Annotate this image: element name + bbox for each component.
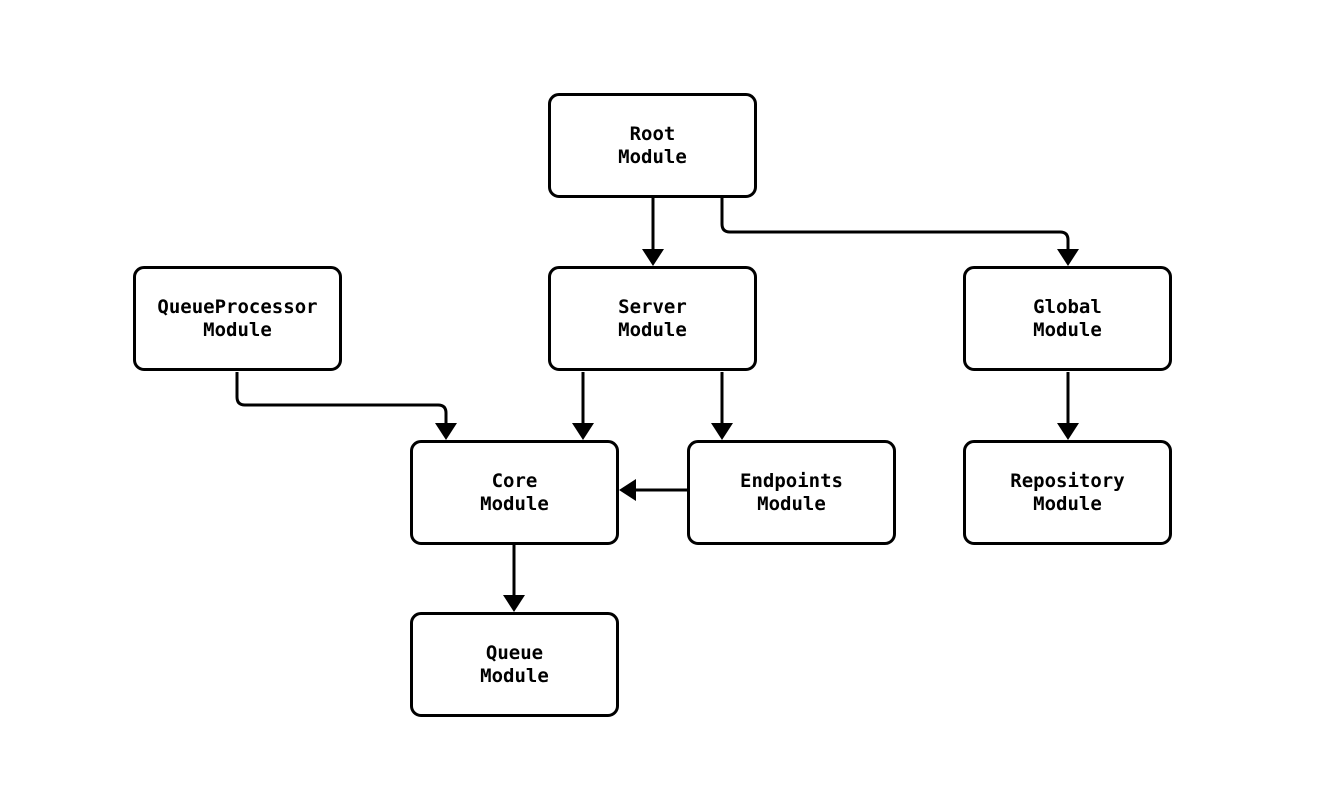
edge-root-to-server: [642, 198, 664, 266]
node-root-module-label: Root Module: [618, 122, 687, 168]
node-global-module-label: Global Module: [1033, 295, 1102, 341]
node-queueprocessor-module: QueueProcessor Module: [133, 266, 342, 371]
edge-queueprocessor-to-core: [235, 372, 457, 440]
edge-global-to-repository: [1057, 372, 1079, 440]
edge-server-to-core-arrowhead: [572, 423, 594, 440]
edge-server-to-endpoints-arrowhead: [711, 423, 733, 440]
edge-endpoints-to-core-arrowhead: [619, 479, 636, 501]
node-global-module: Global Module: [963, 266, 1172, 371]
edge-root-to-global: [720, 198, 1079, 266]
edge-root-to-global-arrowhead: [1057, 249, 1079, 266]
edge-server-to-endpoints: [711, 372, 733, 440]
edge-endpoints-to-core: [619, 479, 687, 501]
node-root-module: Root Module: [548, 93, 757, 198]
node-repository-module: Repository Module: [963, 440, 1172, 545]
node-repository-module-label: Repository Module: [1010, 469, 1125, 515]
edge-global-to-repository-arrowhead: [1057, 423, 1079, 440]
edge-queueprocessor-to-core-arrowhead: [435, 423, 457, 440]
node-core-module: Core Module: [410, 440, 619, 545]
node-server-module-label: Server Module: [618, 295, 687, 341]
node-queue-module-label: Queue Module: [480, 641, 549, 687]
edge-core-to-queue: [503, 545, 525, 612]
node-endpoints-module: Endpoints Module: [687, 440, 896, 545]
node-queueprocessor-module-label: QueueProcessor Module: [157, 295, 318, 341]
node-queue-module: Queue Module: [410, 612, 619, 717]
node-core-module-label: Core Module: [480, 469, 549, 515]
edge-core-to-queue-arrowhead: [503, 595, 525, 612]
node-server-module: Server Module: [548, 266, 757, 371]
edge-server-to-core: [572, 372, 594, 440]
node-endpoints-module-label: Endpoints Module: [740, 469, 843, 515]
edge-root-to-server-arrowhead: [642, 249, 664, 266]
